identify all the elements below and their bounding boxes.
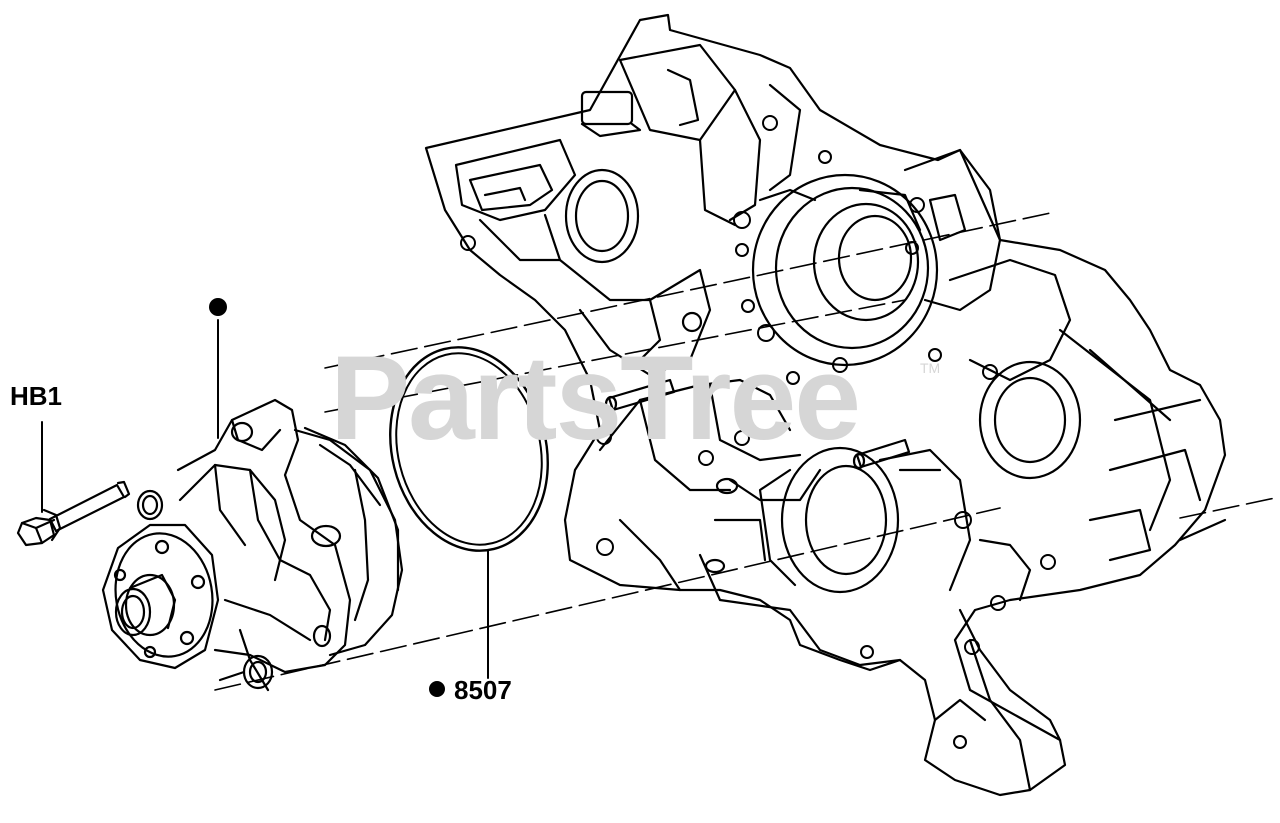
callout-dot-gasket — [429, 681, 445, 697]
pump-hub — [114, 573, 177, 637]
parts-tree-watermark: PartsTree — [330, 331, 861, 465]
alignment-lines — [214, 211, 1276, 691]
trademark-mark: TM — [920, 360, 941, 376]
cover-bolt-holes — [460, 115, 1056, 749]
water-pump-gasket — [389, 346, 549, 552]
leader-lines — [41, 319, 489, 679]
timing-cover-bore — [751, 173, 939, 367]
cover-studs — [604, 378, 911, 574]
pump-pulley-flange — [101, 523, 220, 670]
callout-dot-pump — [209, 298, 227, 316]
callout-label-gasket: 8507 — [454, 675, 512, 705]
bolt-hb1 — [16, 480, 131, 547]
water-pump — [101, 398, 404, 692]
callout-label-bolt: HB1 — [10, 381, 63, 411]
engine-front-cover — [424, 13, 1227, 797]
